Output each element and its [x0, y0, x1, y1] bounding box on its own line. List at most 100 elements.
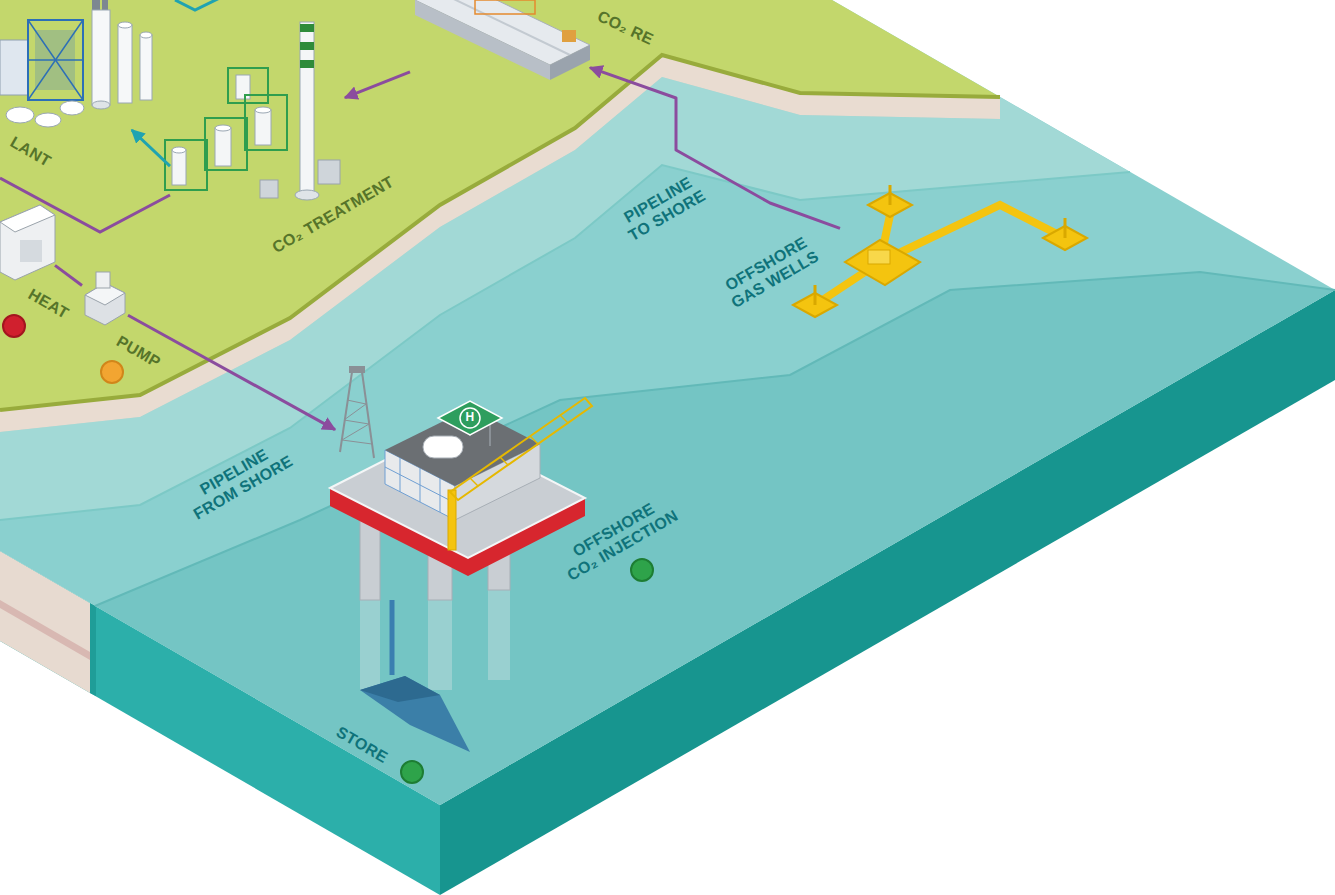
- receiving-building: [415, 0, 590, 80]
- plant-illustration: [118, 22, 132, 28]
- facility-node: CO₂ TREATMENT: [170, 60, 345, 205]
- heat-unit: [20, 240, 42, 262]
- plant-illustration: [0, 40, 28, 95]
- receiving-building: [550, 45, 590, 80]
- treatment-illustration: [165, 22, 340, 200]
- storage-reservoir: [360, 676, 470, 752]
- storage-reservoir: [360, 676, 470, 752]
- facility-node: OFFSHORE GAS WELLS: [840, 185, 1095, 330]
- injection-platform: [330, 428, 585, 558]
- injection-platform: [330, 366, 592, 690]
- land-area: [0, 55, 1000, 410]
- injection-platform: [344, 420, 369, 424]
- facility-node: HEAT: [0, 215, 55, 275]
- injection-platform: [530, 436, 538, 444]
- plant-illustration: [60, 101, 84, 115]
- treatment-illustration: [300, 60, 314, 68]
- plant-illustration: [6, 107, 34, 123]
- plant-illustration: [35, 113, 61, 127]
- status-dot: [3, 315, 653, 783]
- heat-unit: [0, 205, 55, 280]
- treatment-illustration: [215, 125, 231, 131]
- injection-platform: [344, 404, 366, 420]
- plant-illustration: [28, 20, 83, 100]
- land-area: [0, 0, 1000, 410]
- treatment-illustration: [300, 24, 314, 32]
- gas-wells: [845, 240, 920, 285]
- plant-illustration: [118, 25, 132, 103]
- injection-platform: [450, 398, 592, 500]
- heat-unit: [0, 205, 55, 280]
- pipeline-label: PIPELINE FROM SHORE: [179, 436, 296, 524]
- pipeline-connector: [390, 600, 395, 675]
- treatment-illustration: [300, 22, 314, 195]
- plant-illustration: [28, 20, 83, 100]
- injection-platform: [470, 478, 478, 486]
- plant-illustration: [92, 101, 110, 109]
- gas-wells: [793, 185, 1087, 317]
- injection-platform: [423, 436, 463, 458]
- gas-wells: [1064, 218, 1067, 238]
- injection-platform: [342, 424, 369, 440]
- pipeline-label: PIPELINE TO SHORE: [615, 171, 710, 246]
- facility-node: CO₂ RE: [410, 0, 590, 72]
- injection-platform: [349, 366, 365, 373]
- injection-platform: [362, 372, 374, 458]
- receiving-building: [562, 30, 576, 42]
- plant-illustration: [28, 59, 83, 61]
- treatment-illustration: [260, 180, 278, 198]
- treatment-illustration: [228, 68, 268, 103]
- helipad-mark: H: [464, 411, 476, 424]
- plant-illustration: [0, 0, 232, 232]
- treatment-illustration: [300, 42, 314, 50]
- injection-platform: [489, 424, 491, 446]
- plant-illustration: [102, 0, 108, 10]
- injection-platform: [420, 468, 421, 502]
- injection-platform: [500, 457, 508, 465]
- plant-illustration: [92, 10, 110, 105]
- plant-illustration: [140, 35, 152, 100]
- gas-wells: [880, 205, 1065, 262]
- treatment-illustration: [205, 118, 247, 170]
- injection-platform: [360, 520, 380, 600]
- injection-platform: [428, 600, 452, 690]
- receiving-building: [415, 0, 550, 80]
- injection-platform: [342, 440, 372, 444]
- status-dot: [101, 361, 123, 383]
- plant-illustration: [140, 32, 152, 38]
- injection-platform: [360, 600, 380, 690]
- gas-wells: [889, 185, 892, 205]
- pump-unit: [85, 272, 125, 325]
- injection-platform: [440, 478, 441, 512]
- status-dot: [401, 761, 423, 783]
- pipeline-connector: [345, 72, 410, 98]
- pump-unit: [85, 283, 125, 325]
- seabed-block: [90, 603, 96, 696]
- injection-platform: [400, 458, 401, 492]
- status-dot: [3, 315, 25, 337]
- injection-platform: [560, 415, 568, 423]
- injection-platform: [347, 400, 366, 404]
- gas-wells: [868, 250, 890, 264]
- treatment-illustration: [255, 110, 271, 145]
- injection-platform: [460, 408, 480, 428]
- land-area: [0, 0, 1000, 410]
- treatment-illustration: [255, 107, 271, 113]
- treatment-illustration: [172, 150, 186, 185]
- injection-platform: [438, 401, 502, 435]
- pipeline-connector: [55, 265, 82, 285]
- treatment-illustration: [165, 140, 207, 190]
- receiving-building: [475, 0, 535, 14]
- treatment-illustration: [318, 160, 340, 184]
- facility-node: PUMP: [82, 280, 128, 325]
- status-dot: [631, 559, 653, 581]
- seabed-block: [0, 600, 90, 660]
- storage-reservoir: [360, 676, 440, 702]
- treatment-illustration: [172, 147, 186, 153]
- pump-unit: [96, 272, 110, 288]
- facility-node: STORE: [355, 675, 470, 755]
- heat-unit: [0, 205, 55, 232]
